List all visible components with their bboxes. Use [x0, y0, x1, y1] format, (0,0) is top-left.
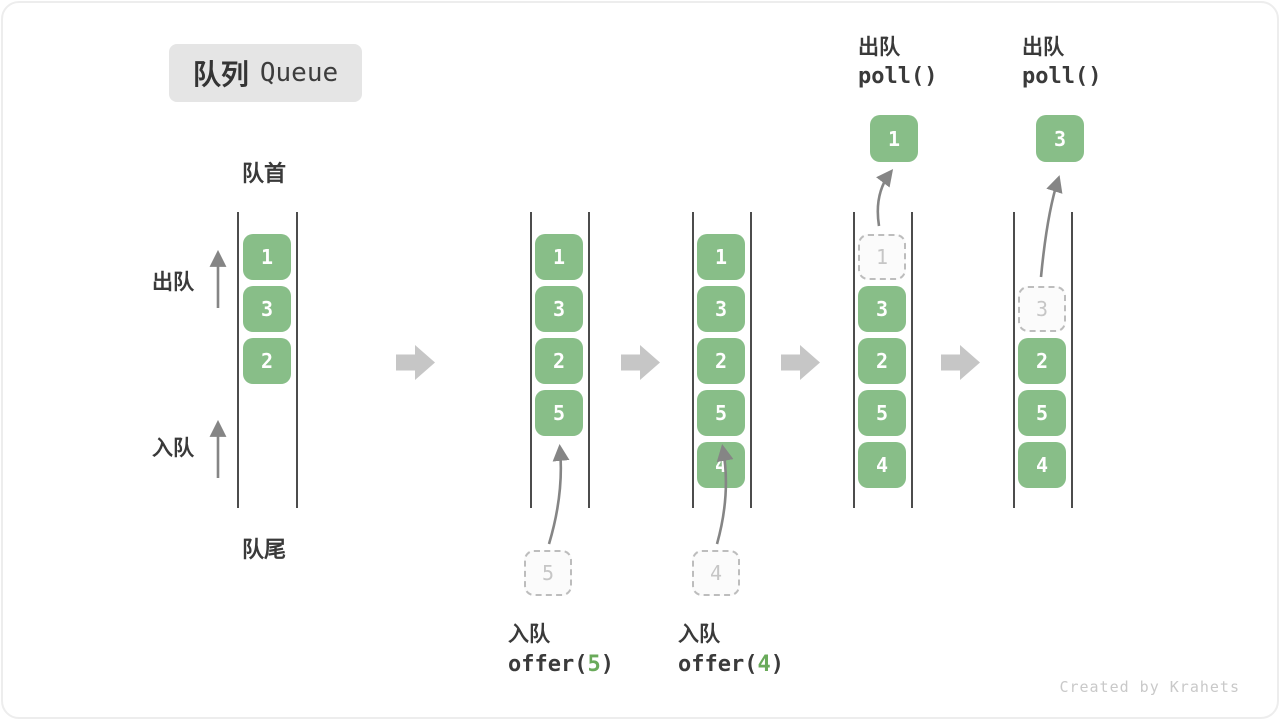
queue-block: 2: [858, 338, 906, 384]
step-arrow-icon: [621, 345, 660, 380]
queue-block: 1: [697, 234, 745, 280]
offer4-fn: offer(: [678, 652, 758, 677]
removed-slot-box: 3: [1018, 286, 1066, 332]
title-badge: 队列 Queue: [169, 44, 362, 102]
queue1-right-rail: [296, 212, 298, 508]
offer4-code-label: offer(4): [678, 652, 784, 677]
offer4-zh-label: 入队: [678, 622, 720, 646]
offer4-close: ): [770, 652, 784, 677]
incoming-value-box: 5: [524, 550, 572, 596]
queue-block: 2: [243, 338, 291, 384]
queue-block: 4: [1018, 442, 1066, 488]
queue3-right-rail: [750, 212, 752, 508]
offer5-fn: offer(: [508, 652, 588, 677]
offer4-arg: 4: [757, 652, 771, 677]
queue-block: 2: [697, 338, 745, 384]
popped-value-box: 1: [870, 115, 918, 162]
queue2-right-rail: [588, 212, 590, 508]
offer5-close: ): [600, 652, 614, 677]
enqueue5-flow-arrow: [547, 443, 570, 545]
poll1-flow-arrow: [876, 168, 894, 227]
enqueue-side-label: 入队: [152, 436, 194, 460]
poll2-flow-arrow: [1039, 175, 1063, 278]
queue5-left-rail: [1013, 212, 1015, 508]
offer5-arg: 5: [587, 652, 601, 677]
queue-rear-label: 队尾: [242, 538, 287, 563]
queue1-left-rail: [237, 212, 239, 508]
queue2-left-rail: [530, 212, 532, 508]
step-arrow-icon: [941, 345, 980, 380]
queue3-left-rail: [692, 212, 694, 508]
queue-block: 2: [535, 338, 583, 384]
incoming-value-box: 4: [692, 550, 740, 596]
queue-block: 3: [697, 286, 745, 332]
poll2-code-label: poll(): [1022, 64, 1102, 89]
step-arrow-icon: [396, 345, 435, 380]
queue-block: 3: [243, 286, 291, 332]
queue-block: 1: [243, 234, 291, 280]
poll2-zh-label: 出队: [1022, 35, 1064, 59]
queue-block: 5: [1018, 390, 1066, 436]
queue-block: 2: [1018, 338, 1066, 384]
title-zh: 队列: [192, 58, 249, 91]
popped-value-box: 3: [1036, 115, 1084, 162]
queue-block: 5: [858, 390, 906, 436]
queue-block: 3: [858, 286, 906, 332]
title-en: Queue: [259, 58, 339, 88]
poll1-zh-label: 出队: [858, 35, 900, 59]
queue-front-label: 队首: [242, 162, 287, 187]
queue4-left-rail: [853, 212, 855, 508]
dequeue-side-label: 出队: [152, 270, 194, 294]
watermark: Created by Krahets: [1059, 678, 1240, 696]
queue-block: 4: [697, 442, 745, 488]
removed-slot-box: 1: [858, 234, 906, 280]
queue-block: 5: [697, 390, 745, 436]
queue-block: 4: [858, 442, 906, 488]
queue-block: 3: [535, 286, 583, 332]
offer5-zh-label: 入队: [508, 622, 550, 646]
poll1-code-label: poll(): [858, 64, 938, 89]
queue-block: 5: [535, 390, 583, 436]
step-arrow-icon: [781, 345, 820, 380]
queue4-right-rail: [911, 212, 913, 508]
queue-block: 1: [535, 234, 583, 280]
queue5-right-rail: [1071, 212, 1073, 508]
offer5-code-label: offer(5): [508, 652, 614, 677]
